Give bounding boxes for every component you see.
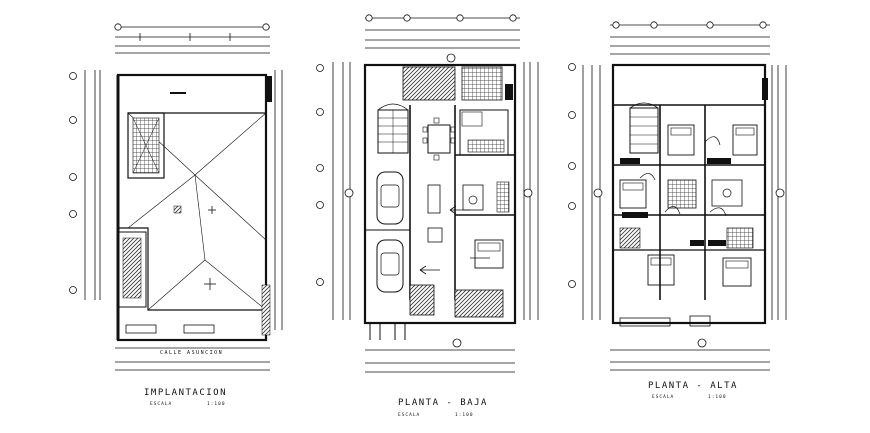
planta-alta-scale-label: ESCALA	[652, 395, 675, 400]
planta-alta-scale-value: 1:100	[708, 395, 727, 400]
implantacion-left-axes	[69, 70, 101, 300]
planta-baja-title: PLANTA - BAJA	[398, 398, 488, 408]
implantacion-title: IMPLANTACION	[144, 388, 228, 398]
planta-baja-top-dimensions	[365, 14, 520, 49]
implantacion-top-dimensions	[114, 23, 270, 54]
implantacion-right-axes	[274, 70, 283, 330]
planta-alta-walls	[611, 63, 767, 325]
implantacion-plan	[69, 23, 283, 371]
implantacion-scale-value: 1:100	[207, 402, 226, 407]
planta-baja-plan	[316, 14, 539, 373]
planta-baja-left-axes	[316, 62, 351, 320]
implantacion-boundary	[116, 73, 268, 342]
planta-alta-top-dimensions	[610, 21, 770, 55]
planta-baja-walls	[363, 63, 517, 325]
planta-alta-title: PLANTA - ALTA	[648, 381, 738, 391]
implantacion-scale-label: ESCALA	[150, 402, 173, 407]
planta-baja-scale-label: ESCALA	[398, 413, 421, 418]
planta-alta-plan	[568, 21, 787, 371]
implantacion-street-label: CALLE ASUNCION	[160, 350, 224, 356]
planta-baja-scale-value: 1:100	[455, 413, 474, 418]
